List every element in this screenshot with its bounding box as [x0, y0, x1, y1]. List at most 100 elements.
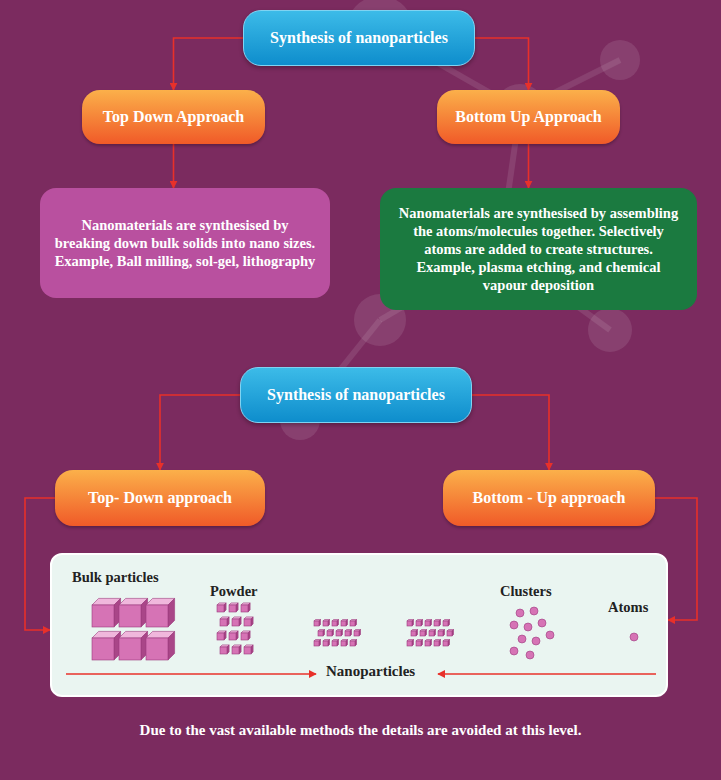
bulk-cube	[92, 605, 114, 627]
powder-cube	[227, 617, 229, 626]
powder-cube	[220, 647, 227, 654]
cluster-atom	[532, 637, 540, 645]
direction-arrow	[66, 673, 316, 675]
powder-cube	[236, 631, 238, 640]
powder-cube	[244, 619, 251, 626]
powder-cube	[251, 617, 253, 626]
particle-panel: Bulk particlesPowder ClustersAtomsNanopar…	[50, 553, 668, 697]
approach-pill: Bottom - Up approach	[443, 470, 655, 526]
powder-cube	[251, 645, 253, 654]
direction-arrow	[438, 673, 656, 675]
fine-cube	[407, 621, 412, 626]
fine-cube	[447, 631, 452, 636]
cluster-atom	[510, 647, 518, 655]
powder-cube	[217, 633, 224, 640]
fine-cube	[443, 641, 448, 646]
node-text: Bottom Up Approach	[455, 108, 601, 126]
fine-cube	[332, 621, 337, 626]
powder-cube	[248, 631, 250, 640]
fine-cube	[323, 641, 328, 646]
approach-pill: Top- Down approach	[55, 470, 265, 526]
description-box: Nanomaterials are synthesised by assembl…	[380, 188, 697, 310]
fine-cube	[434, 641, 439, 646]
node-text: Top Down Approach	[103, 108, 244, 126]
bulk-cube	[168, 631, 175, 660]
single-atom	[630, 633, 638, 641]
flow-arrow	[472, 395, 549, 470]
bulk-cube	[119, 605, 141, 627]
bulk-cube	[119, 638, 141, 660]
cluster-atom	[530, 607, 538, 615]
cluster-atom	[538, 619, 546, 627]
stage-label: Bulk particles	[72, 569, 159, 586]
node-text: Nanomaterials are synthesised by assembl…	[394, 204, 683, 295]
stage-label: Powder	[210, 583, 258, 600]
powder-cube	[239, 645, 241, 654]
powder-cube	[227, 645, 229, 654]
powder-cube	[241, 633, 248, 640]
cluster-atom	[516, 609, 524, 617]
bulk-cube	[146, 605, 168, 627]
node-text: Synthesis of nanoparticles	[267, 386, 445, 404]
fine-cube	[341, 641, 346, 646]
powder-cube	[224, 631, 226, 640]
powder-cube	[232, 647, 239, 654]
powder-cube	[229, 633, 236, 640]
node-text: Nanomaterials are synthesised by breakin…	[54, 216, 316, 270]
description-box: Nanomaterials are synthesised by breakin…	[40, 188, 330, 298]
fine-cube	[341, 621, 346, 626]
cluster-atom	[510, 621, 518, 629]
fine-cube	[314, 641, 319, 646]
node-text: Synthesis of nanoparticles	[270, 29, 448, 47]
fine-cube	[345, 631, 350, 636]
flow-arrow	[160, 395, 240, 470]
flow-arrow	[475, 38, 529, 90]
stage-label: Atoms	[608, 599, 648, 616]
flow-arrow	[528, 144, 530, 188]
fine-cube	[318, 631, 323, 636]
fine-cube	[314, 621, 319, 626]
fine-cube	[416, 641, 421, 646]
powder-cube	[220, 619, 227, 626]
powder-cube	[224, 603, 226, 612]
fine-cube	[425, 621, 430, 626]
stage-label: Clusters	[500, 583, 552, 600]
powder-cube	[217, 605, 224, 612]
fine-cube	[350, 621, 355, 626]
fine-cube	[429, 631, 434, 636]
fine-cube	[354, 631, 359, 636]
fine-cube	[332, 641, 337, 646]
powder-cube	[241, 605, 248, 612]
cluster-atom	[518, 635, 526, 643]
caption: Due to the vast available methods the de…	[0, 722, 721, 739]
node-text: Top- Down approach	[88, 489, 232, 507]
fine-cube	[438, 631, 443, 636]
result-label: Nanoparticles	[322, 663, 419, 680]
powder-cube	[236, 603, 238, 612]
fine-cube	[350, 641, 355, 646]
powder-cube	[232, 619, 239, 626]
fine-cube	[443, 621, 448, 626]
cluster-atom	[524, 623, 532, 631]
fine-cube	[416, 621, 421, 626]
approach-pill: Top Down Approach	[82, 90, 265, 144]
fine-cube	[425, 641, 430, 646]
approach-pill: Bottom Up Approach	[437, 90, 620, 144]
fine-cube	[327, 631, 332, 636]
flow-arrow	[173, 144, 175, 188]
powder-cube	[229, 605, 236, 612]
bulk-cube	[92, 638, 114, 660]
cluster-atom	[526, 651, 534, 659]
fine-cube	[336, 631, 341, 636]
fine-cube	[434, 621, 439, 626]
title-pill: Synthesis of nanoparticles	[240, 367, 472, 423]
powder-cube	[248, 603, 250, 612]
node-text: Bottom - Up approach	[472, 489, 625, 507]
bulk-cube	[146, 638, 168, 660]
flow-arrow	[174, 38, 244, 90]
cluster-atom	[546, 631, 554, 639]
powder-cube	[239, 617, 241, 626]
fine-cube	[420, 631, 425, 636]
powder-cube	[244, 647, 251, 654]
fine-cube	[407, 641, 412, 646]
